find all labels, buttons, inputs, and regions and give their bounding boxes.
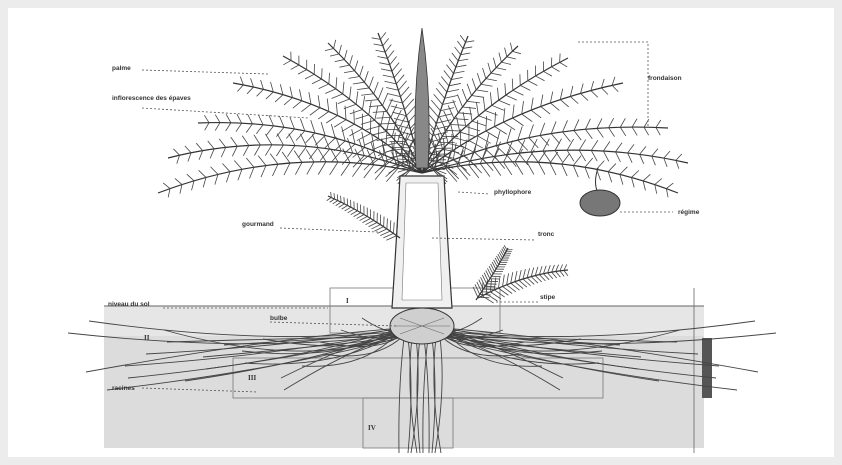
- label-stipe: stipe: [540, 294, 556, 301]
- leader-gourmand: [280, 228, 378, 232]
- diagram-canvas: palme inflorescence des épaves frondaiso…: [8, 8, 834, 457]
- zone-label-i: I: [346, 297, 349, 305]
- leader-phyllophore: [458, 192, 490, 194]
- label-inflorescence: inflorescence des épaves: [112, 95, 191, 102]
- label-bulbe: bulbe: [270, 315, 288, 322]
- label-racines: racines: [112, 385, 135, 392]
- stipe-inner: [402, 183, 442, 300]
- gourmand-shoot: [327, 192, 400, 240]
- label-niveau-sol: niveau du sol: [108, 301, 150, 308]
- regime: [580, 190, 620, 216]
- label-regime: régime: [678, 209, 700, 216]
- leader-inflorescence: [142, 108, 308, 118]
- palm-diagram: palme inflorescence des épaves frondaiso…: [8, 8, 834, 457]
- leader-frondaison: [578, 42, 648, 126]
- label-gourmand: gourmand: [242, 221, 274, 228]
- leader-palme: [142, 70, 268, 74]
- scale-bar: [702, 338, 712, 398]
- label-phyllophore: phyllophore: [494, 189, 532, 196]
- frondaison-crown: [158, 28, 688, 197]
- label-palme: palme: [112, 65, 131, 72]
- zone-label-iv: IV: [368, 424, 376, 432]
- label-frondaison: frondaison: [648, 75, 682, 82]
- label-tronc: tronc: [538, 231, 555, 238]
- zone-label-iii: III: [248, 374, 256, 382]
- zone-label-ii: II: [144, 334, 150, 342]
